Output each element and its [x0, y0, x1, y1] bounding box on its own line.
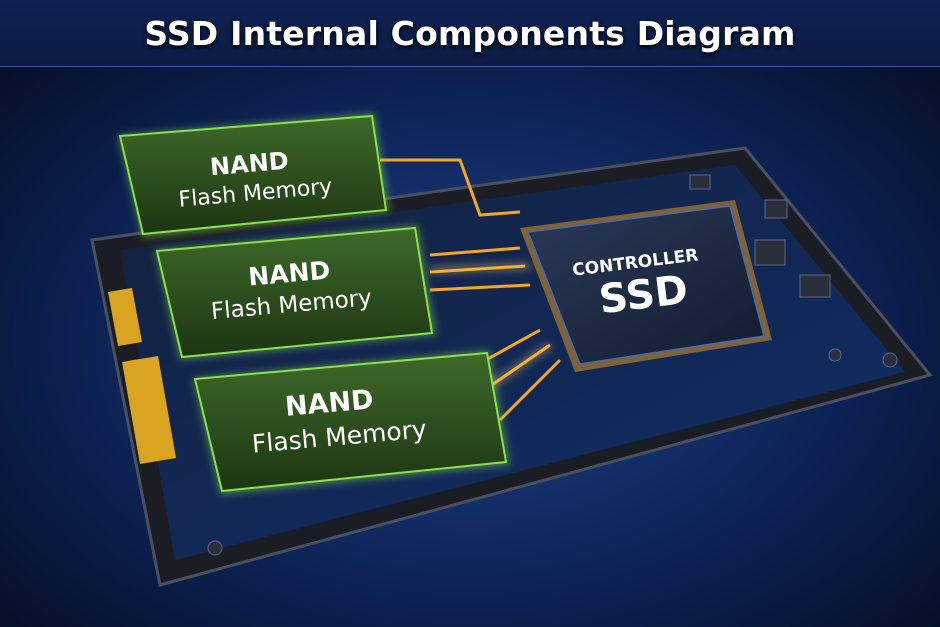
nand-label-line1: NAND — [284, 384, 375, 423]
nand-chip-2: NAND Flash Memory — [155, 225, 436, 360]
title-bar: SSD Internal Components Diagram — [0, 0, 940, 67]
nand-label-line1: NAND — [209, 147, 290, 182]
nand-chip-3: NAND Flash Memory — [193, 350, 510, 495]
ssd-controller-chip: CONTROLLER SSD — [520, 200, 772, 372]
pcb-components — [207, 174, 898, 556]
nand-label-line1: NAND — [247, 256, 331, 292]
sata-connector-pins — [108, 288, 176, 464]
diagram-title: SSD Internal Components Diagram — [144, 13, 796, 53]
controller-ssd-label: SSD — [596, 267, 690, 324]
nand-chip-1: NAND Flash Memory — [118, 113, 390, 238]
